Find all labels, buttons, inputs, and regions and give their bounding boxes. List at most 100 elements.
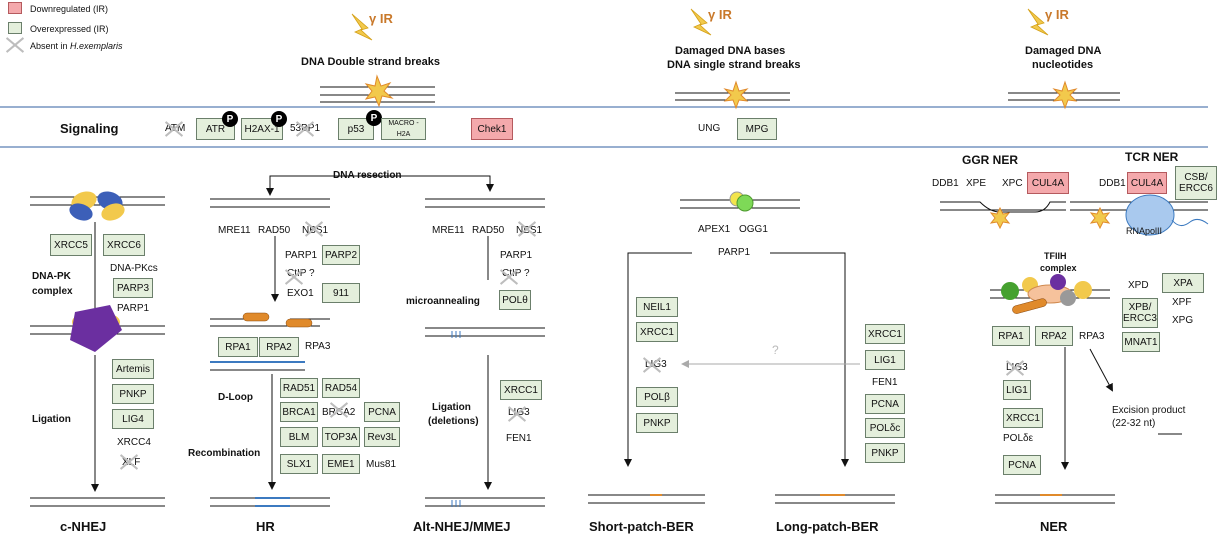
rad54-box: RAD54 bbox=[322, 378, 360, 398]
xpc: XPC bbox=[1002, 178, 1023, 189]
ligation: Ligation bbox=[32, 414, 71, 425]
n911-box: 911 bbox=[322, 283, 360, 303]
excision-product: Excision product bbox=[1112, 405, 1186, 416]
pcna-box: PCNA bbox=[364, 402, 400, 422]
rad50: RAD50 bbox=[258, 225, 291, 236]
dna-resection: DNA resection bbox=[333, 170, 402, 181]
tfiih-complex: complex bbox=[1040, 263, 1077, 273]
xpf: XPF bbox=[1172, 297, 1192, 308]
absent-cross-icon bbox=[166, 121, 182, 137]
legend-down: Downregulated (IR) bbox=[30, 4, 109, 14]
rpa1-box: RPA1 bbox=[992, 326, 1030, 346]
top3a-box: TOP3A bbox=[322, 427, 360, 447]
damage-dsb: DNA Double strand breaks bbox=[301, 56, 440, 68]
gamma-ir-label: γ IR bbox=[369, 11, 393, 26]
ung: UNG bbox=[698, 123, 721, 134]
parp1: PARP1 bbox=[500, 250, 533, 261]
pcna-box: PCNA bbox=[865, 394, 905, 414]
xpb-box: XPB/ ERCC3 bbox=[1122, 298, 1158, 328]
rpa2-box: RPA2 bbox=[259, 337, 299, 357]
damage-ssb: DNA single strand breaks bbox=[667, 59, 801, 71]
ggr-ner: GGR NER bbox=[962, 153, 1019, 167]
rpa2-box: RPA2 bbox=[1035, 326, 1073, 346]
legend-absent: Absent in H.exemplaris bbox=[30, 41, 123, 51]
pole: POLδε bbox=[1003, 433, 1034, 444]
absent-cross-icon bbox=[502, 270, 516, 284]
mre11: MRE11 bbox=[218, 225, 251, 236]
damage-nuc1: Damaged DNA bbox=[1025, 45, 1102, 57]
pold-box: POLδc bbox=[865, 418, 905, 438]
lig4-box: LIG4 bbox=[112, 409, 154, 429]
blm-box: BLM bbox=[280, 427, 318, 447]
question-mark: ? bbox=[772, 343, 779, 357]
complex: complex bbox=[32, 286, 73, 297]
eme1-box: EME1 bbox=[322, 454, 360, 474]
xrcc5-box: XRCC5 bbox=[50, 234, 92, 256]
absent-cross-icon bbox=[120, 453, 138, 471]
pcna-box: PCNA bbox=[1003, 455, 1041, 475]
p53-box: p53 bbox=[338, 118, 374, 140]
xrcc1-box: XRCC1 bbox=[500, 380, 542, 400]
parp1: PARP1 bbox=[718, 247, 751, 258]
parp3-box: PARP3 bbox=[113, 278, 153, 298]
xpe: XPE bbox=[966, 178, 987, 189]
absent-cross-icon bbox=[644, 357, 660, 373]
absent-cross-icon bbox=[305, 220, 323, 238]
ddb1: DDB1 bbox=[1099, 178, 1126, 189]
slx1-box: SLX1 bbox=[280, 454, 318, 474]
ner-title: NER bbox=[1040, 519, 1068, 534]
legend-swatch-down bbox=[8, 2, 22, 14]
rnapolii: RNApolII bbox=[1126, 226, 1163, 236]
xrcc1-box: XRCC1 bbox=[636, 322, 678, 342]
phospho-badge: P bbox=[366, 110, 382, 126]
absent-cross-icon bbox=[509, 406, 525, 422]
ligation: Ligation bbox=[432, 402, 471, 413]
short-patch-ber-title: Short-patch-BER bbox=[589, 519, 694, 534]
parp2-box: PARP2 bbox=[322, 245, 360, 265]
xpg: XPG bbox=[1172, 315, 1194, 326]
xpa-box: XPA bbox=[1162, 273, 1204, 293]
rev3l-box: Rev3L bbox=[364, 427, 400, 447]
macro-h2a-box: MACRO -H2A bbox=[381, 118, 426, 140]
parp1: PARP1 bbox=[117, 303, 150, 314]
cul4a-box: CUL4A bbox=[1127, 172, 1167, 194]
neil1-box: NEIL1 bbox=[636, 297, 678, 317]
excision-size: (22-32 nt) bbox=[1112, 418, 1156, 429]
xrcc4: XRCC4 bbox=[117, 437, 151, 448]
apex1: APEX1 bbox=[698, 224, 731, 235]
absent-cross-icon bbox=[1007, 360, 1023, 376]
dloop: D-Loop bbox=[218, 392, 253, 403]
tcr-ner: TCR NER bbox=[1125, 150, 1179, 164]
rad50: RAD50 bbox=[472, 225, 505, 236]
damage-nuc2: nucleotides bbox=[1032, 59, 1094, 71]
xrcc1-box: XRCC1 bbox=[865, 324, 905, 344]
exo1: EXO1 bbox=[287, 288, 314, 299]
legend-over: Overexpressed (IR) bbox=[30, 24, 109, 34]
absent-cross-icon bbox=[287, 270, 301, 284]
lightning-icon bbox=[351, 8, 1049, 41]
fen1: FEN1 bbox=[872, 377, 898, 388]
absent-cross-icon bbox=[518, 220, 536, 238]
gamma-ir-label: γ IR bbox=[1045, 7, 1069, 22]
rpa3: RPA3 bbox=[305, 341, 331, 352]
mus81: Mus81 bbox=[366, 459, 397, 470]
gamma-ir-label: γ IR bbox=[708, 7, 732, 22]
artemis-box: Artemis bbox=[112, 359, 154, 379]
long-patch-ber-title: Long-patch-BER bbox=[776, 519, 879, 534]
lig1-box: LIG1 bbox=[1003, 380, 1031, 400]
damage-bases: Damaged DNA bases bbox=[675, 45, 786, 57]
phospho-badge: P bbox=[271, 111, 287, 127]
microannealing: microannealing bbox=[406, 296, 480, 307]
xpd: XPD bbox=[1128, 280, 1149, 291]
dna-pkcs: DNA-PKcs bbox=[110, 263, 158, 274]
legend-swatch-over bbox=[8, 22, 22, 34]
xrcc1-box: XRCC1 bbox=[1003, 408, 1043, 428]
lig1-box: LIG1 bbox=[865, 350, 905, 370]
rpa3: RPA3 bbox=[1079, 331, 1105, 342]
cnhej-title: c-NHEJ bbox=[60, 519, 107, 534]
parp1: PARP1 bbox=[285, 250, 318, 261]
pnkp-box: PNKP bbox=[112, 384, 154, 404]
fen1: FEN1 bbox=[506, 433, 532, 444]
